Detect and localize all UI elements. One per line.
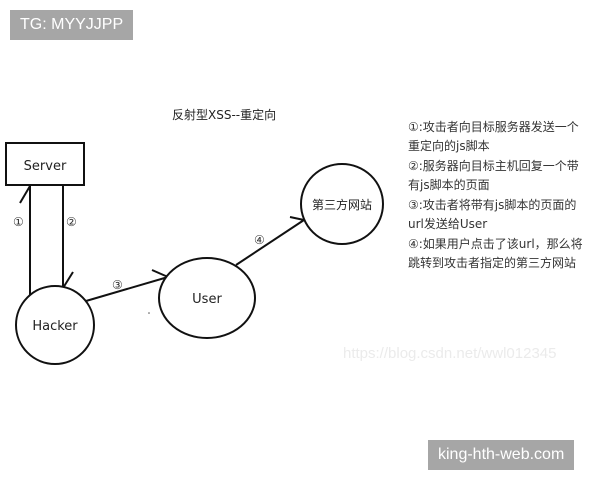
step4-label: ④ <box>254 233 265 247</box>
arrowhead-icon <box>19 185 31 204</box>
note-step4: ④:如果用户点击了该url，那么将跳转到攻击者指定的第三方网站 <box>408 237 583 270</box>
arrowhead-icon <box>62 271 74 289</box>
note-step1: ①:攻击者向目标服务器发送一个重定向的js脚本 <box>408 120 579 153</box>
watermark-badge-top: TG: MYYJJPP <box>10 10 134 40</box>
arrowhead-icon <box>289 216 305 221</box>
user-node: User <box>158 257 256 339</box>
arrowhead-icon <box>151 269 169 278</box>
stray-dot <box>148 312 150 314</box>
hacker-node: Hacker <box>15 285 95 365</box>
hacker-label: Hacker <box>32 319 78 334</box>
watermark-badge-bottom: king-hth-web.com <box>428 440 575 470</box>
server-label: Server <box>24 159 67 174</box>
diagram-title: 反射型XSS--重定向 <box>172 108 277 122</box>
edge-step3: ③ <box>85 269 169 302</box>
note-step2: ②:服务器向目标主机回复一个带有js脚本的页面 <box>408 159 579 192</box>
third-party-node: 第三方网站 <box>300 163 384 245</box>
csdn-watermark: https://blog.csdn.net/wwl012345 <box>343 345 557 362</box>
note-step3: ③:攻击者将带有js脚本的页面的url发送给User <box>408 198 577 231</box>
edge-step1: ① <box>13 185 31 296</box>
step2-label: ② <box>66 215 77 229</box>
server-node: Server <box>5 142 85 186</box>
edge-step2: ② <box>62 186 77 289</box>
step3-label: ③ <box>112 278 123 292</box>
steps-notes: ①:攻击者向目标服务器发送一个重定向的js脚本 ②:服务器向目标主机回复一个带有… <box>408 118 588 274</box>
user-label: User <box>192 292 222 307</box>
edge-step4: ④ <box>235 216 305 266</box>
step1-label: ① <box>13 215 24 229</box>
third-party-label: 第三方网站 <box>312 197 372 212</box>
